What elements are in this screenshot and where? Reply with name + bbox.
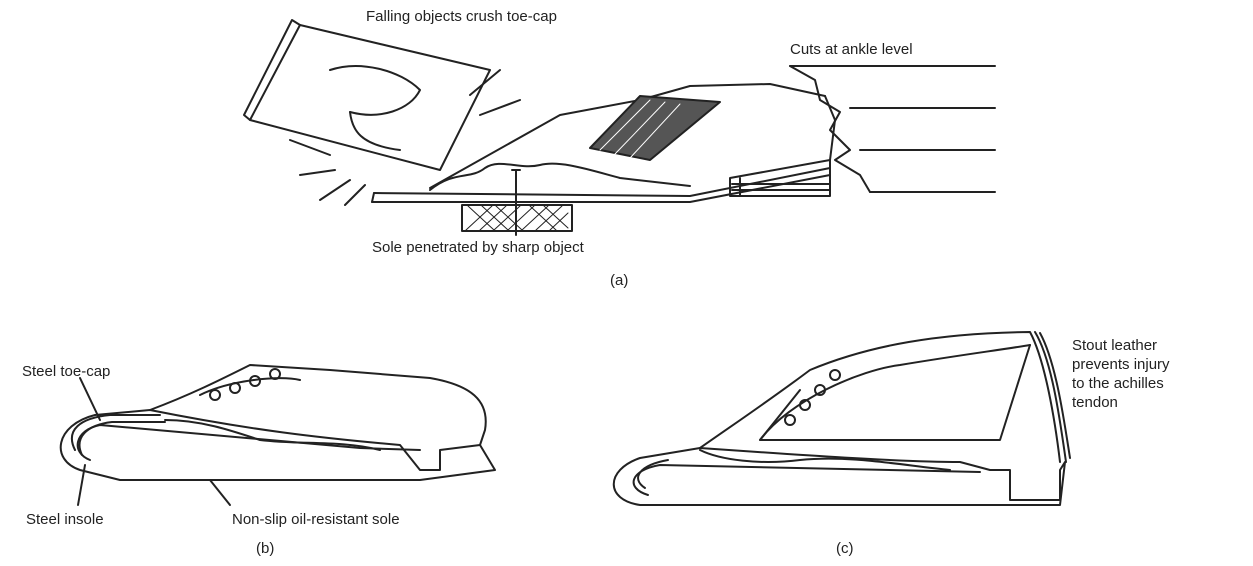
caption-b: (b) bbox=[256, 540, 274, 557]
caption-a: (a) bbox=[610, 272, 628, 289]
shoe-b-outsole bbox=[61, 410, 495, 480]
label-steel-insole: Steel insole bbox=[26, 510, 104, 529]
label-stout-leather-line3: to the achilles bbox=[1072, 374, 1164, 393]
label-sole-penetrated: Sole penetrated by sharp object bbox=[372, 238, 584, 257]
leader-toecap bbox=[80, 378, 100, 420]
panel-c-drawing bbox=[614, 332, 1070, 505]
label-stout-leather-line4: tendon bbox=[1072, 393, 1118, 412]
label-nonslip-sole: Non-slip oil-resistant sole bbox=[232, 510, 400, 529]
shoe-c-outsole bbox=[614, 448, 1065, 505]
leg-outline bbox=[790, 66, 995, 192]
label-cuts-ankle: Cuts at ankle level bbox=[790, 40, 913, 59]
caption-c: (c) bbox=[836, 540, 854, 557]
shoe-c-upper bbox=[700, 332, 1060, 462]
panel-b-drawing bbox=[61, 365, 495, 505]
label-steel-toecap: Steel toe-cap bbox=[22, 362, 110, 381]
label-stout-leather-line1: Stout leather bbox=[1072, 336, 1157, 355]
falling-block bbox=[250, 25, 490, 170]
shoe-a-sole bbox=[372, 175, 830, 202]
shoe-c-heel-stripes bbox=[1035, 332, 1070, 462]
leader-outsole bbox=[210, 480, 230, 505]
label-falling-objects: Falling objects crush toe-cap bbox=[366, 7, 557, 26]
shoe-a-lining bbox=[430, 164, 690, 190]
label-stout-leather-line2: prevents injury bbox=[1072, 355, 1170, 374]
shoe-c-insole bbox=[634, 465, 980, 495]
